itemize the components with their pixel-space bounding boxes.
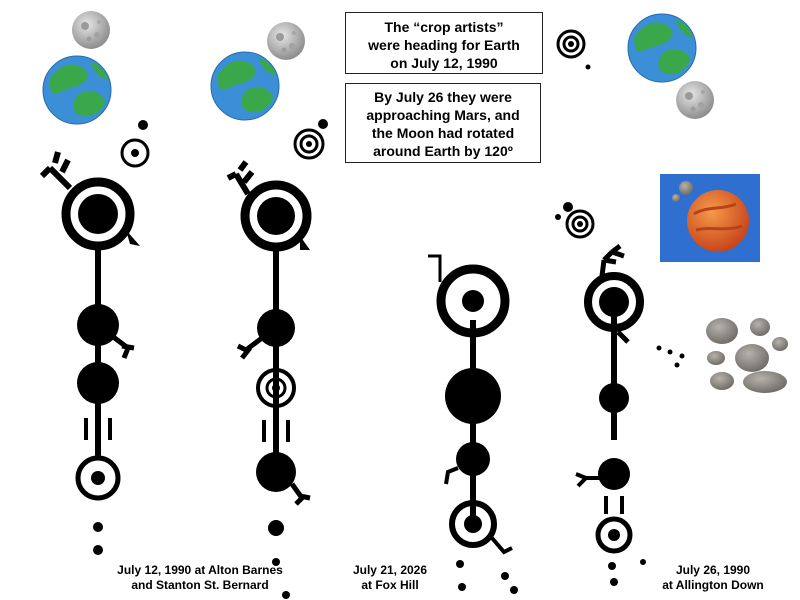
caption-line: at Fox Hill: [361, 578, 419, 592]
note-line: The “crop artists”: [384, 19, 504, 35]
note-box-crop-artists: The “crop artists” were heading for Eart…: [345, 12, 543, 74]
caption-line: July 21, 2026: [352, 563, 428, 577]
caption-line: and Stanton St. Bernard: [131, 578, 269, 592]
moon-icon: [267, 22, 305, 60]
caption-line: at Allington Down: [662, 578, 764, 592]
moon-icon: [72, 11, 110, 49]
moon-icon: [676, 81, 714, 119]
caption-line: July 12, 1990 at Alton Barnes: [117, 563, 283, 577]
earth-icon: [42, 55, 112, 125]
note-line: were heading for Earth: [368, 37, 520, 53]
note-line: approaching Mars, and: [366, 107, 520, 123]
pictogram-stanton-st-bernard: [226, 160, 312, 599]
small-ring-glyph: [555, 202, 595, 239]
asteroid-icon: [656, 318, 788, 393]
note-box-july-26: By July 26 they were approaching Mars, a…: [345, 83, 541, 163]
mars-icon: [660, 174, 760, 262]
caption-line: July 26, 1990: [675, 563, 751, 577]
note-line: around Earth by 120º: [373, 143, 513, 159]
earth-icon: [210, 51, 280, 121]
caption-allington-down: July 26, 1990 at Allington Down: [648, 563, 778, 593]
small-ring-glyph: [120, 120, 150, 168]
pictogram-alton-barnes: [39, 151, 140, 555]
earth-icon: [627, 13, 697, 83]
pictogram-allington-down: [575, 244, 646, 586]
small-ring-glyph: [556, 29, 591, 70]
pictogram-fox-hill: [428, 254, 518, 594]
note-line: the Moon had rotated: [371, 125, 515, 141]
caption-fox-hill: July 21, 2026 at Fox Hill: [340, 563, 440, 593]
note-line: on July 12, 1990: [390, 55, 498, 71]
caption-alton-barnes: July 12, 1990 at Alton Barnes and Stanto…: [100, 563, 300, 593]
small-ring-glyph: [293, 119, 328, 160]
note-line: By July 26 they were: [374, 89, 512, 105]
